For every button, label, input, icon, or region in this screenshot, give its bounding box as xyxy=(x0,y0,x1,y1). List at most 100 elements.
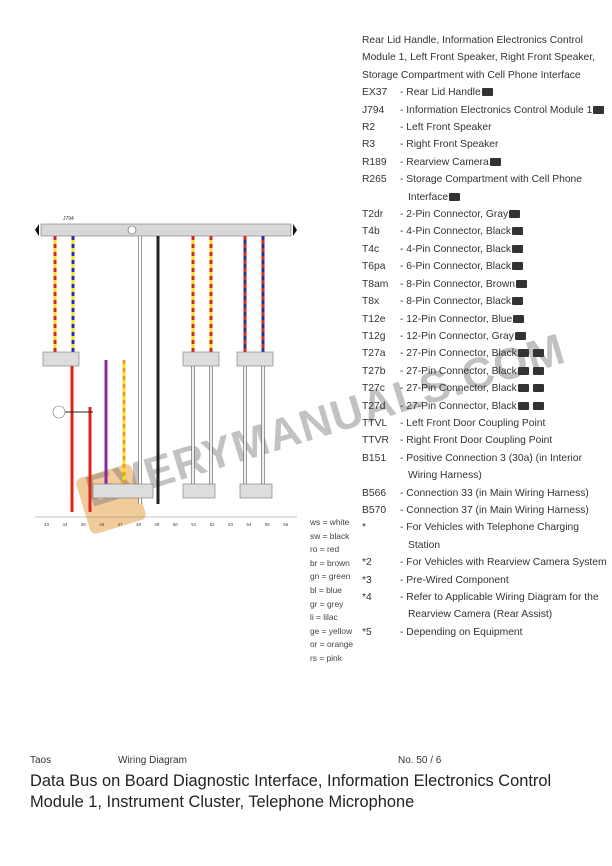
coupling-ttvr xyxy=(236,351,274,367)
legend-desc: - Rear Lid Handle xyxy=(400,84,607,101)
legend-code: EX37 xyxy=(362,87,388,99)
color-code: rs = pink xyxy=(310,652,342,663)
camera-icon xyxy=(517,401,529,410)
legend-code: T4c xyxy=(362,243,380,255)
legend-code: T12g xyxy=(362,330,386,342)
connection-b151 xyxy=(52,405,66,419)
connector-block-r265 xyxy=(42,351,80,367)
legend-item: T27b- 27-Pin Connector, Black xyxy=(362,363,607,380)
legend-desc: - Right Front Speaker xyxy=(400,136,607,153)
coupling-ttvl xyxy=(182,351,220,367)
legend-desc: - 6-Pin Connector, Black xyxy=(400,258,607,275)
legend-code: R2 xyxy=(362,122,376,134)
legend-item: *4 - Refer to Applicable Wiring Diagram f… xyxy=(362,589,607,624)
legend-desc: - 4-Pin Connector, Black xyxy=(400,223,607,240)
legend-item: T27d- 27-Pin Connector, Black xyxy=(362,398,607,415)
legend-desc-text: - Connection 37 (in Main Wiring Harness) xyxy=(400,504,589,516)
legend-code: R265 xyxy=(362,174,387,186)
legend-code: * xyxy=(362,522,367,534)
legend-desc: - 8-Pin Connector, Black xyxy=(400,293,607,310)
legend-code: R3 xyxy=(362,139,376,151)
legend-desc-text: - Left Front Door Coupling Point xyxy=(400,417,546,429)
legend-item: R3 - Right Front Speaker xyxy=(362,136,607,153)
camera-icon xyxy=(449,192,461,201)
camera-icon xyxy=(489,157,501,166)
legend-code: B570 xyxy=(362,504,387,516)
legend-item: R2 - Left Front Speaker xyxy=(362,119,607,136)
scale-number: 49 xyxy=(154,522,160,527)
legend-desc-text: - 4-Pin Connector, Black xyxy=(400,243,512,255)
legend-code: T2dr xyxy=(362,209,384,221)
legend-desc: - 27-Pin Connector, Black xyxy=(400,398,607,415)
legend-code: T8am xyxy=(362,278,389,290)
legend-desc: - 27-Pin Connector, Black xyxy=(400,345,607,362)
color-code: ge = yellow xyxy=(310,625,353,636)
legend-item: R265 - Storage Compartment with Cell Phon… xyxy=(362,171,607,206)
legend-item: *3 - Pre-Wired Component xyxy=(362,572,607,589)
legend-item: T4b- 4-Pin Connector, Black xyxy=(362,223,607,240)
scale-number: 48 xyxy=(136,522,142,527)
legend-desc-text: - Storage Compartment with Cell Phone In… xyxy=(400,174,582,203)
legend-desc: - Positive Connection 3 (30a) (in Interi… xyxy=(400,450,607,485)
legend-item: T12g- 12-Pin Connector, Gray xyxy=(362,328,607,345)
legend-desc-text: - 2-Pin Connector, Gray xyxy=(400,209,509,221)
legend-desc-text: - 27-Pin Connector, Black xyxy=(400,400,517,412)
footer-model: Taos xyxy=(30,755,52,766)
legend-desc-text: - 6-Pin Connector, Black xyxy=(400,261,512,273)
camera-icon xyxy=(512,227,524,236)
legend-item: R189- Rearview Camera xyxy=(362,154,607,171)
color-code: sw = black xyxy=(310,530,350,541)
camera-icon xyxy=(512,244,524,253)
legend-code: *3 xyxy=(362,574,372,586)
legend-desc-text: - Pre-Wired Component xyxy=(400,574,509,586)
page-title: Data Bus on Board Diagnostic Interface, … xyxy=(30,772,552,811)
scale-number: 52 xyxy=(210,522,216,527)
color-code: gn = green xyxy=(310,571,351,582)
legend-desc: - Connection 37 (in Main Wiring Harness) xyxy=(400,502,607,519)
camera-icon xyxy=(517,366,529,375)
legend-desc-text: - 8-Pin Connector, Black xyxy=(400,296,512,308)
camera-icon xyxy=(532,401,544,410)
legend-desc: - 8-Pin Connector, Brown xyxy=(400,276,607,293)
legend-item: B570 - Connection 37 (in Main Wiring Harn… xyxy=(362,502,607,519)
color-code: or = orange xyxy=(310,639,354,650)
component-legend: Rear Lid Handle, Information Electronics… xyxy=(362,32,607,641)
legend-desc-text: - 27-Pin Connector, Black xyxy=(400,383,517,395)
scale-number: 44 xyxy=(62,522,68,527)
legend-code: T27b xyxy=(362,365,386,377)
module-j794-bar xyxy=(40,223,292,237)
legend-item: B566- Connection 33 (in Main Wiring Harn… xyxy=(362,485,607,502)
legend-desc: - 2-Pin Connector, Gray xyxy=(400,206,607,223)
legend-item: TTVL - Left Front Door Coupling Point xyxy=(362,415,607,432)
legend-desc: - Information Electronics Control Module… xyxy=(400,102,607,119)
speaker-r3 xyxy=(239,483,273,499)
legend-desc-text: - Rear Lid Handle xyxy=(400,87,481,99)
legend-desc: - For Vehicles with Telephone Charging S… xyxy=(400,519,607,554)
footer-type: Wiring Diagram xyxy=(118,755,187,766)
legend-code: *5 xyxy=(362,626,372,638)
legend-item: T27c- 27-Pin Connector, Black xyxy=(362,380,607,397)
legend-desc-text: - Right Front Speaker xyxy=(400,139,499,151)
legend-desc: - For Vehicles with Rearview Camera Syst… xyxy=(400,554,607,571)
legend-desc: - 4-Pin Connector, Black xyxy=(400,241,607,258)
legend-desc-text: - 8-Pin Connector, Brown xyxy=(400,278,516,290)
legend-desc: - Left Front Speaker xyxy=(400,119,607,136)
legend-desc-text: - Refer to Applicable Wiring Diagram for… xyxy=(400,592,599,621)
legend-code: *4 xyxy=(362,592,372,603)
legend-code: T12e xyxy=(362,313,386,325)
camera-icon xyxy=(532,366,544,375)
module-label: J794 xyxy=(63,216,74,222)
legend-item: T4c - 4-Pin Connector, Black xyxy=(362,241,607,258)
camera-icon xyxy=(509,210,521,219)
speaker-r2 xyxy=(182,483,216,499)
color-code: li = lilac xyxy=(310,612,338,623)
legend-code: TTVL xyxy=(362,417,388,429)
legend-desc: - Left Front Door Coupling Point xyxy=(400,415,607,432)
legend-desc: - 12-Pin Connector, Blue xyxy=(400,311,607,328)
scale-number: 47 xyxy=(118,522,124,527)
legend-item: T27a- 27-Pin Connector, Black xyxy=(362,345,607,362)
color-code: ro = red xyxy=(310,544,340,555)
legend-item: EX37 - Rear Lid Handle xyxy=(362,84,607,101)
